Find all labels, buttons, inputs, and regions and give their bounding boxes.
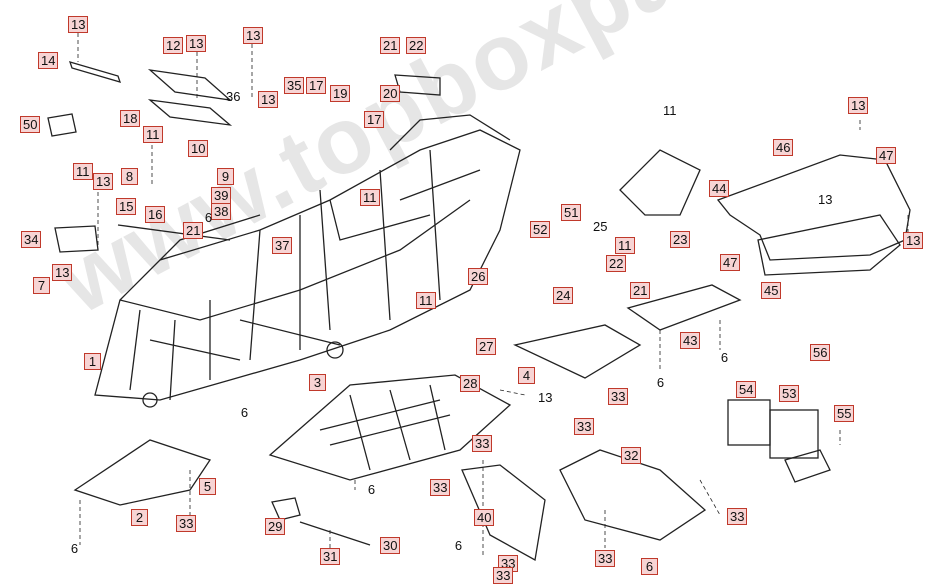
callout-18: 18 — [120, 110, 141, 127]
callout-11: 11 — [360, 189, 380, 206]
callout-6: 6 — [204, 210, 213, 225]
callout-13: 13 — [848, 97, 869, 114]
callout-26: 26 — [468, 268, 489, 285]
callout-46: 46 — [773, 139, 794, 156]
callout-15: 15 — [116, 198, 137, 215]
callout-45: 45 — [761, 282, 782, 299]
callout-32: 32 — [621, 447, 642, 464]
callout-29: 29 — [265, 518, 286, 535]
callout-11: 11 — [663, 103, 677, 118]
callout-21: 21 — [630, 282, 651, 299]
callout-51: 51 — [561, 204, 582, 221]
callout-14: 14 — [38, 52, 59, 69]
callout-13: 13 — [243, 27, 264, 44]
callout-35: 35 — [284, 77, 305, 94]
callout-30: 30 — [380, 537, 401, 554]
skid-plate — [626, 284, 742, 331]
callout-37: 37 — [272, 237, 293, 254]
callout-33: 33 — [608, 388, 629, 405]
callout-11: 11 — [73, 163, 93, 180]
callout-8: 8 — [121, 168, 138, 185]
callout-33: 33 — [176, 515, 197, 532]
callout-13: 13 — [903, 232, 924, 249]
callout-6: 6 — [641, 558, 658, 575]
callout-33: 33 — [727, 508, 748, 525]
floor-pan — [268, 374, 512, 481]
callout-13: 13 — [52, 264, 73, 281]
callout-1: 1 — [84, 353, 101, 370]
callout-43: 43 — [680, 332, 701, 349]
callout-11: 11 — [143, 126, 163, 143]
callout-24: 24 — [553, 287, 574, 304]
callout-13: 13 — [258, 91, 279, 108]
callout-47: 47 — [720, 254, 741, 271]
callout-40: 40 — [474, 509, 495, 526]
callout-50: 50 — [20, 116, 41, 133]
rear-fender — [716, 154, 911, 261]
callout-54: 54 — [736, 381, 757, 398]
callout-22: 22 — [606, 255, 627, 272]
callout-34: 34 — [21, 231, 42, 248]
callout-44: 44 — [709, 180, 730, 197]
callout-25: 25 — [593, 219, 608, 234]
callout-13: 13 — [186, 35, 207, 52]
callout-28: 28 — [460, 375, 481, 392]
callout-9: 9 — [217, 168, 234, 185]
callout-12: 12 — [163, 37, 184, 54]
callout-11: 11 — [416, 292, 436, 309]
callout-2: 2 — [131, 509, 148, 526]
callout-33: 33 — [574, 418, 595, 435]
callout-36: 36 — [226, 89, 241, 104]
callout-21: 21 — [183, 222, 204, 239]
callout-5: 5 — [199, 478, 216, 495]
callout-38: 38 — [211, 203, 232, 220]
callout-13: 13 — [818, 192, 833, 207]
callout-55: 55 — [834, 405, 855, 422]
callout-23: 23 — [670, 231, 691, 248]
callout-7: 7 — [33, 277, 50, 294]
callout-21: 21 — [380, 37, 401, 54]
callout-10: 10 — [188, 140, 209, 157]
callout-52: 52 — [530, 221, 551, 238]
callout-6: 6 — [656, 375, 665, 390]
callout-27: 27 — [476, 338, 497, 355]
callout-31: 31 — [320, 548, 341, 565]
callout-6: 6 — [367, 482, 376, 497]
frame-assembly — [94, 114, 521, 408]
callout-22: 22 — [406, 37, 427, 54]
callout-17: 17 — [364, 111, 385, 128]
callout-19: 19 — [330, 85, 351, 102]
callout-11: 11 — [615, 237, 635, 254]
tube-part — [68, 61, 122, 83]
callout-6: 6 — [70, 541, 79, 556]
callout-13: 13 — [93, 173, 114, 190]
callout-33: 33 — [430, 479, 451, 496]
callout-6: 6 — [454, 538, 463, 553]
callout-33: 33 — [595, 550, 616, 567]
callout-3: 3 — [309, 374, 326, 391]
callout-6: 6 — [240, 405, 249, 420]
callout-16: 16 — [145, 206, 166, 223]
callout-39: 39 — [211, 187, 232, 204]
callout-20: 20 — [380, 85, 401, 102]
callout-4: 4 — [518, 367, 535, 384]
callout-13: 13 — [68, 16, 89, 33]
callout-33: 33 — [493, 567, 514, 584]
callout-33: 33 — [472, 435, 493, 452]
callout-53: 53 — [779, 385, 800, 402]
plate-part — [147, 69, 233, 126]
callout-6: 6 — [720, 350, 729, 365]
callout-13: 13 — [538, 390, 553, 405]
callout-17: 17 — [306, 77, 327, 94]
callout-47: 47 — [876, 147, 897, 164]
callout-56: 56 — [810, 344, 831, 361]
